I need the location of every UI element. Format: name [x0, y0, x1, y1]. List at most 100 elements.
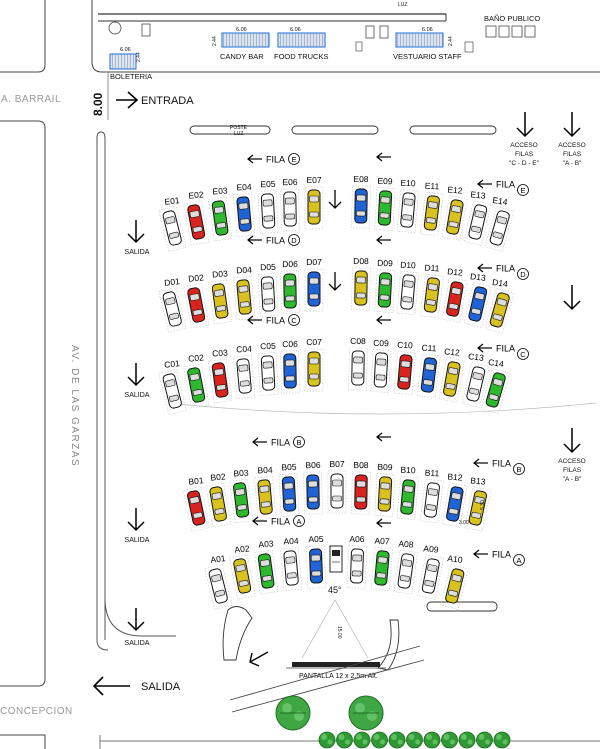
bush [353, 731, 371, 749]
parking-space-d01 [158, 287, 187, 333]
down-arrow-e [328, 190, 342, 209]
parking-space-e02 [183, 200, 210, 246]
parking-space-e14 [484, 205, 515, 252]
b13-length-dim: 5.30 [480, 500, 486, 510]
svg-text:FILA: FILA [496, 264, 515, 274]
svg-text:A: A [516, 556, 521, 565]
parking-space-b02 [205, 482, 232, 528]
acceso-ab-arrow-top [563, 112, 581, 138]
svg-text:FILA: FILA [271, 517, 290, 527]
parking-space-e13 [463, 200, 492, 246]
parking-space-a06 [346, 545, 367, 589]
parking-space-e12 [441, 195, 468, 241]
parking-space-e05 [257, 190, 279, 234]
space-label-c05: C05 [260, 341, 276, 351]
space-label-a09: A09 [423, 543, 439, 554]
parking-space-d05 [257, 273, 279, 317]
car-a05 [309, 548, 323, 584]
space-label-b05: B05 [281, 462, 297, 472]
salida-arrow-4 [127, 608, 145, 632]
svg-text:FILA: FILA [271, 438, 290, 448]
car-a02 [233, 558, 252, 594]
parking-space-a02 [229, 554, 256, 600]
parking-space-d04 [233, 276, 256, 320]
svg-text:2.44: 2.44 [212, 36, 218, 46]
car-d08 [354, 270, 368, 306]
car-e02 [187, 204, 206, 240]
bano-publico: BAÑO PUBLICO [464, 14, 540, 53]
svg-text:6.06: 6.06 [422, 27, 433, 33]
angle-label: 45° [328, 585, 342, 595]
parking-space-e10 [396, 189, 419, 233]
space-label-c12: C12 [444, 346, 461, 357]
space-label-d09: D09 [377, 258, 393, 268]
space-label-e01: E01 [164, 195, 181, 207]
parking-space-b11 [419, 478, 444, 524]
parking-space-a05 [306, 545, 327, 589]
parking-space-d12 [441, 277, 468, 323]
car-e09 [377, 190, 393, 226]
space-label-b07: B07 [329, 459, 344, 469]
parking-space-b10 [396, 476, 419, 520]
svg-text:C: C [291, 316, 297, 325]
car-c01 [162, 373, 182, 409]
boleteria-building: 6.06 2.44 BOLETERIA [109, 47, 152, 81]
salida-label-4: SALIDA [125, 640, 150, 647]
parking-space-c01 [158, 369, 187, 415]
space-label-a10: A10 [447, 553, 464, 565]
car-e11 [423, 195, 440, 231]
space-label-d11: D11 [424, 263, 440, 274]
parking-space-b08 [351, 471, 371, 515]
parking-space-a07 [370, 547, 393, 591]
screen-distance: 15.00 [336, 626, 342, 639]
car-d05 [260, 276, 276, 312]
space-label-c01: C01 [164, 358, 181, 370]
space-label-b01: B01 [188, 475, 204, 487]
car-a09 [421, 558, 440, 594]
space-label-c03: C03 [212, 347, 229, 358]
car-a10 [445, 568, 465, 604]
car-b06 [306, 474, 320, 510]
car-c09 [373, 352, 389, 388]
space-label-d10: D10 [400, 260, 416, 271]
space-label-e13: E13 [470, 189, 486, 201]
svg-text:B: B [516, 465, 521, 474]
island-right [377, 619, 400, 671]
car-c11 [420, 357, 437, 393]
bush [458, 731, 476, 749]
car-c06 [283, 353, 297, 389]
car-c08 [351, 350, 365, 386]
car-e08 [354, 188, 368, 224]
car-c10 [397, 354, 413, 390]
street-name-concepcion: CONCEPCION [0, 706, 73, 717]
svg-text:"A - B": "A - B" [563, 476, 582, 483]
b13-width-dim: 3.00 [459, 520, 469, 526]
parking-space-c09 [370, 349, 392, 393]
space-label-c13: C13 [468, 351, 485, 363]
parking-space-a08 [393, 549, 418, 595]
car-a04 [283, 550, 299, 586]
exit-road-2 [231, 659, 425, 713]
svg-text:D: D [291, 236, 297, 245]
car-c07 [307, 351, 321, 387]
svg-text:6.06: 6.06 [290, 27, 301, 33]
parking-space-b13 [464, 486, 492, 532]
parking-space-a03 [254, 549, 279, 595]
space-label-e04: E04 [236, 182, 252, 193]
parking-space-a04 [280, 547, 303, 591]
svg-text:FILA: FILA [492, 550, 511, 560]
space-label-b12: B12 [447, 471, 463, 482]
parking-space-b05 [278, 473, 300, 517]
space-label-d12: D12 [447, 266, 464, 277]
median-1 [189, 125, 271, 135]
pantalla-label: PANTALLA 12 x 2.5m Alt. [299, 673, 378, 680]
space-label-a07: A07 [374, 536, 390, 547]
svg-text:FILAS: FILAS [563, 151, 582, 158]
bush [371, 731, 388, 749]
